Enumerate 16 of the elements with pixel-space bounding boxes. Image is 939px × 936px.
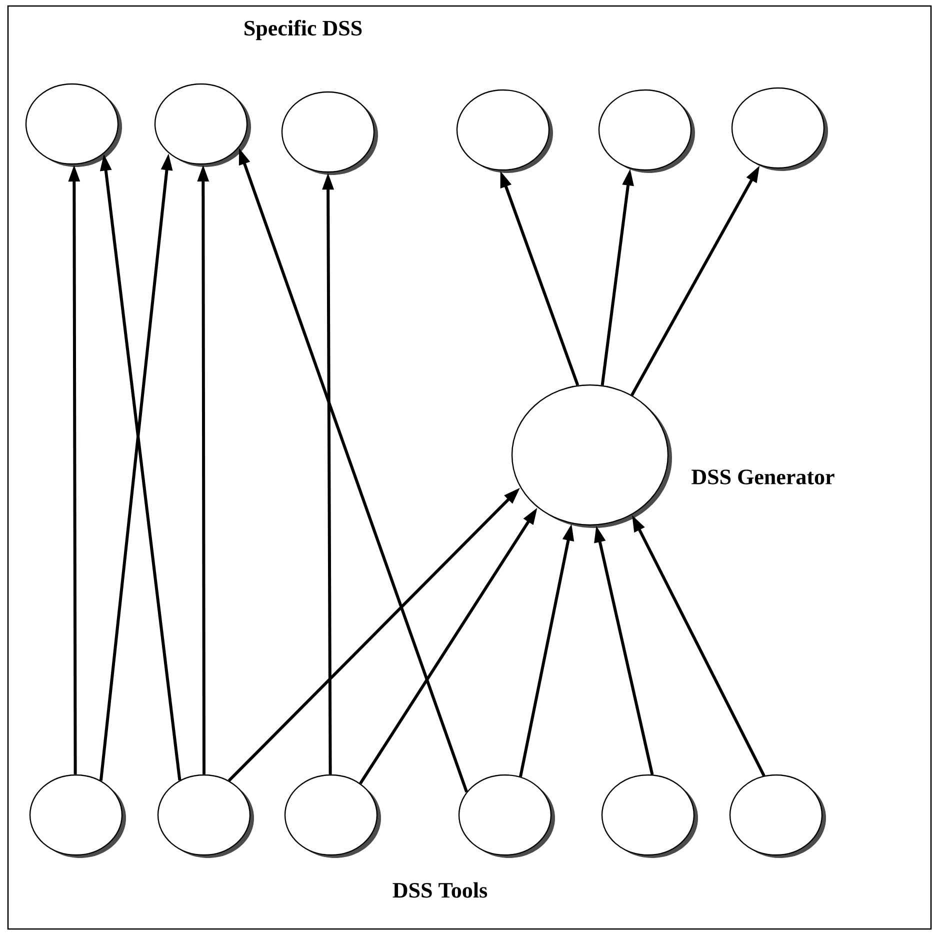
heading: Specific DSS xyxy=(244,20,362,40)
circle-node xyxy=(598,89,695,173)
circle-node xyxy=(29,774,126,858)
group-label: DSS Tools xyxy=(392,882,488,898)
circle-node xyxy=(601,774,698,858)
circle-node xyxy=(729,774,826,858)
circle-node xyxy=(511,384,672,528)
circle-node xyxy=(731,87,828,171)
circle-node xyxy=(458,774,555,858)
circle-node xyxy=(157,774,254,858)
circle-node xyxy=(284,774,381,858)
circle-node xyxy=(456,89,553,173)
circle-node xyxy=(25,83,122,167)
node-label: DSS Generator xyxy=(692,470,834,484)
circle-node xyxy=(281,91,378,175)
circle-node xyxy=(154,83,251,167)
